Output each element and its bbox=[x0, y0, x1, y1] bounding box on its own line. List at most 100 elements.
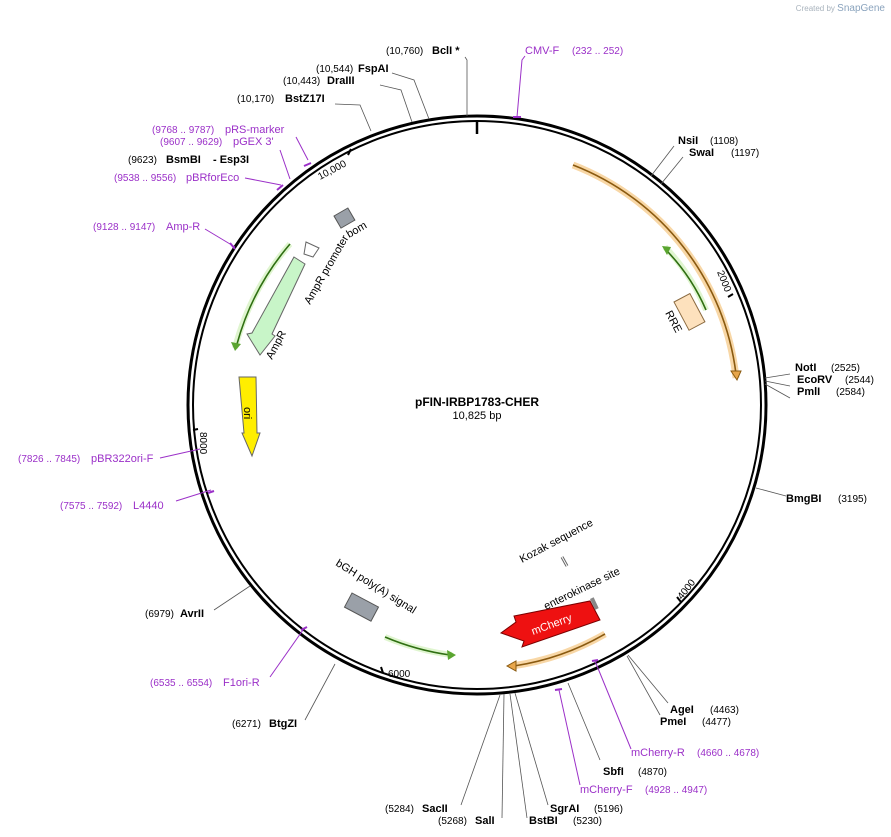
svg-text:(9607 .. 9629): (9607 .. 9629) bbox=[160, 137, 222, 148]
svg-text:L4440: L4440 bbox=[133, 500, 164, 512]
mcherry-arrow[interactable] bbox=[499, 600, 601, 648]
svg-text:(5196): (5196) bbox=[594, 804, 623, 815]
svg-text:SacII: SacII bbox=[422, 803, 448, 815]
primer-pbr322orif[interactable]: (7826 .. 7845) pBR322ori-F bbox=[18, 453, 154, 465]
enzyme-sgrai[interactable]: SgrAI (5196) bbox=[550, 803, 623, 815]
enzyme-bmgbi[interactable]: BmgBI (3195) bbox=[786, 493, 867, 505]
tick-2000: 2000 bbox=[714, 269, 734, 298]
bom-box[interactable] bbox=[333, 207, 356, 229]
enzyme-sbfi[interactable]: SbfI (4870) bbox=[603, 766, 667, 778]
svg-text:CMV-F: CMV-F bbox=[525, 45, 560, 57]
enzyme-bstz17i[interactable]: (10,170) BstZ17I bbox=[237, 93, 325, 105]
svg-text:(9538 .. 9556): (9538 .. 9556) bbox=[114, 173, 176, 184]
svg-text:BsmBI: BsmBI bbox=[166, 154, 201, 166]
svg-text:NotI: NotI bbox=[795, 362, 816, 374]
orange-arrowhead-bottom bbox=[505, 660, 517, 672]
ampr-arrow[interactable] bbox=[246, 256, 306, 356]
svg-text:NsiI: NsiI bbox=[678, 135, 698, 147]
green-arrowhead-right bbox=[662, 246, 671, 255]
svg-text:(2584): (2584) bbox=[836, 387, 865, 398]
svg-text:(10,544): (10,544) bbox=[316, 64, 353, 75]
svg-text:(6979): (6979) bbox=[145, 609, 174, 620]
primer-ampr[interactable]: (9128 .. 9147) Amp-R bbox=[93, 221, 200, 233]
primer-mcherryf[interactable]: mCherry-F (4928 .. 4947) bbox=[580, 784, 707, 796]
enzyme-avrii[interactable]: (6979) AvrII bbox=[145, 608, 204, 620]
green-feature-arc-bottom-core bbox=[384, 636, 451, 656]
ampr-promoter-arrow[interactable] bbox=[303, 241, 320, 258]
svg-text:(5268): (5268) bbox=[438, 816, 467, 827]
green-feature-arc-bottom[interactable] bbox=[383, 634, 453, 658]
svg-text:(7826 .. 7845): (7826 .. 7845) bbox=[18, 454, 80, 465]
svg-text:(4660 .. 4678): (4660 .. 4678) bbox=[697, 748, 759, 759]
svg-text:AgeI: AgeI bbox=[670, 704, 694, 716]
primer-pbrforeco[interactable]: (9538 .. 9556) pBRforEco bbox=[114, 172, 239, 184]
enzyme-ecorv[interactable]: EcoRV (2544) bbox=[797, 374, 874, 386]
svg-text:(6535 .. 6554): (6535 .. 6554) bbox=[150, 678, 212, 689]
svg-text:BtgZI: BtgZI bbox=[269, 718, 297, 730]
enzyme-bcli[interactable]: (10,760) BclI * bbox=[386, 45, 460, 57]
credit-prefix: Created by bbox=[795, 4, 835, 13]
svg-text:BstZ17I: BstZ17I bbox=[285, 93, 325, 105]
primer-l4440[interactable]: (7575 .. 7592) L4440 bbox=[60, 500, 164, 512]
snapgene-credit: Created by SnapGene bbox=[796, 3, 885, 14]
primer-f1orir[interactable]: (6535 .. 6554) F1ori-R bbox=[150, 677, 260, 689]
enzyme-bstbi[interactable]: BstBI (5230) bbox=[529, 815, 602, 827]
tick-4000: 4000 bbox=[676, 577, 698, 603]
svg-text:SwaI: SwaI bbox=[689, 147, 714, 159]
orange-feature-arc-top[interactable] bbox=[571, 161, 740, 379]
enzyme-sacii[interactable]: (5284) SacII bbox=[385, 803, 448, 815]
svg-text:(2544): (2544) bbox=[845, 375, 874, 386]
green-feature-arc-right-core bbox=[667, 251, 707, 311]
svg-text:Amp-R: Amp-R bbox=[166, 221, 200, 233]
tick-8000: 8000 bbox=[192, 428, 208, 455]
svg-text:(9768 .. 9787): (9768 .. 9787) bbox=[152, 125, 214, 136]
tick-6000: 6000 bbox=[380, 666, 411, 680]
bgh-box[interactable] bbox=[343, 592, 380, 622]
primer-prsmarker[interactable]: (9768 .. 9787) pRS-marker bbox=[152, 124, 285, 136]
svg-text:PmlI: PmlI bbox=[797, 386, 820, 398]
enzyme-sali[interactable]: (5268) SalI bbox=[438, 815, 495, 827]
svg-text:2000: 2000 bbox=[714, 269, 733, 294]
svg-text:(4463): (4463) bbox=[710, 705, 739, 716]
enzyme-agei[interactable]: AgeI (4463) bbox=[670, 704, 739, 716]
svg-text:BstBI: BstBI bbox=[529, 815, 558, 827]
primer-cmvf[interactable]: CMV-F (232 .. 252) bbox=[525, 45, 623, 57]
svg-text:(9623): (9623) bbox=[128, 155, 157, 166]
svg-text:pRS-marker: pRS-marker bbox=[225, 124, 285, 136]
enzyme-draiii[interactable]: (10,443) DraIII bbox=[283, 75, 355, 87]
ori-arrow[interactable] bbox=[238, 376, 261, 458]
svg-text:8000: 8000 bbox=[197, 432, 208, 455]
green-feature-arc-left-core bbox=[236, 243, 291, 345]
ori-label: ori bbox=[241, 407, 253, 419]
svg-text:BmgBI: BmgBI bbox=[786, 493, 821, 505]
enzyme-btgzi[interactable]: (6271) BtgZI bbox=[232, 718, 297, 730]
enzyme-esp3i[interactable]: - Esp3I bbox=[213, 154, 249, 166]
primer-mcherryr[interactable]: mCherry-R (4660 .. 4678) bbox=[631, 747, 759, 759]
enzyme-nsii[interactable]: NsiI (1108) bbox=[678, 135, 738, 147]
enzyme-noti[interactable]: NotI (2525) bbox=[795, 362, 860, 374]
svg-text:(7575 .. 7592): (7575 .. 7592) bbox=[60, 501, 122, 512]
svg-text:6000: 6000 bbox=[388, 669, 411, 680]
svg-text:(2525): (2525) bbox=[831, 363, 860, 374]
rre-box[interactable] bbox=[673, 292, 706, 331]
plasmid-name: pFIN-IRBP1783-CHER bbox=[415, 395, 539, 409]
orange-feature-arc-bottom-core bbox=[513, 633, 606, 667]
enzyme-bsmbi[interactable]: (9623) BsmBI bbox=[128, 154, 201, 166]
svg-text:(232 .. 252): (232 .. 252) bbox=[572, 46, 623, 57]
enzyme-swai[interactable]: SwaI (1197) bbox=[689, 147, 759, 159]
enzyme-pmli[interactable]: PmlI (2584) bbox=[797, 386, 865, 398]
primer-leaders bbox=[159, 55, 632, 786]
svg-text:pBR322ori-F: pBR322ori-F bbox=[91, 453, 154, 465]
enzyme-pmei[interactable]: PmeI (4477) bbox=[660, 716, 731, 728]
svg-text:(10,443): (10,443) bbox=[283, 76, 320, 87]
svg-text:(3195): (3195) bbox=[838, 494, 867, 505]
svg-text:(5230): (5230) bbox=[573, 816, 602, 827]
plasmid-length: 10,825 bp bbox=[453, 410, 502, 422]
primer-pgex3[interactable]: (9607 .. 9629) pGEX 3' bbox=[160, 136, 274, 148]
svg-text:(5284): (5284) bbox=[385, 804, 414, 815]
enzyme-fspai[interactable]: (10,544) FspAI bbox=[316, 63, 389, 75]
enterokinase-box[interactable] bbox=[590, 597, 599, 610]
svg-text:mCherry-F: mCherry-F bbox=[580, 784, 633, 796]
svg-text:pBRforEco: pBRforEco bbox=[186, 172, 239, 184]
